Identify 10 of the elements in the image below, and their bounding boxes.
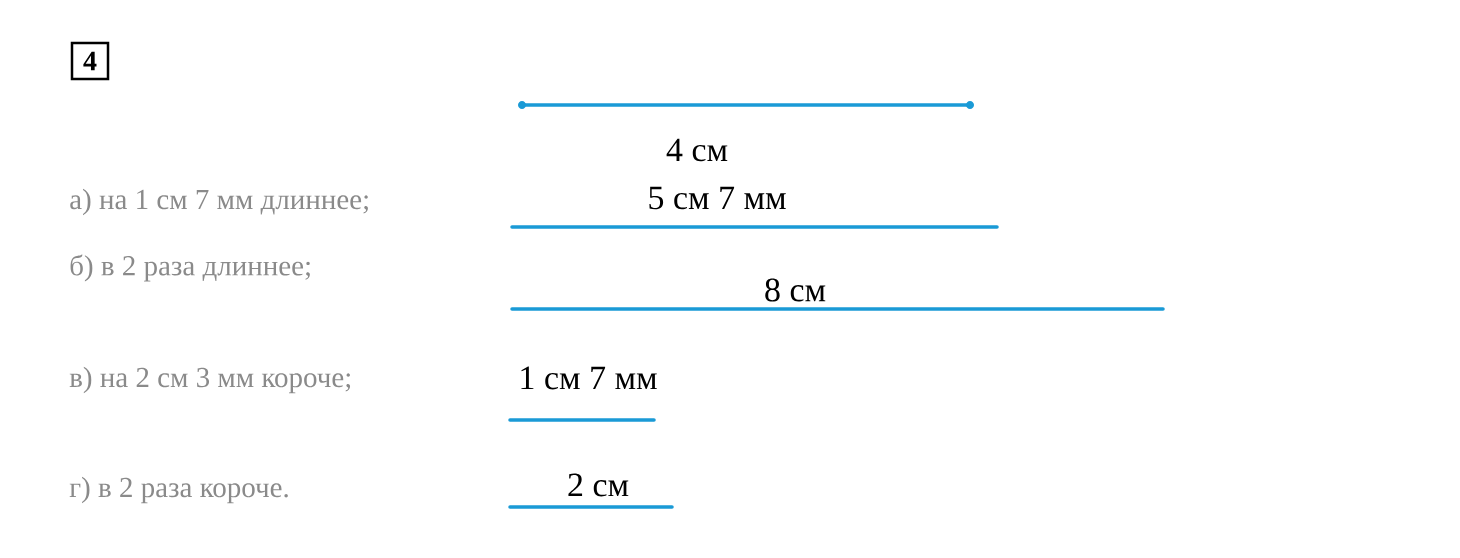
exercise-number: 4 <box>70 41 110 81</box>
task-text: а) на 1 см 7 мм длиннее; <box>70 188 368 216</box>
segment-length: 4 см <box>666 138 728 162</box>
task-text: в) на 2 см 3 мм короче; <box>69 366 351 394</box>
task-text: б) в 2 раза длиннее; <box>70 254 310 282</box>
segment-length: 2 см <box>568 473 629 497</box>
task-text: г) в 2 раза короче. <box>69 476 288 504</box>
segment-length: 5 см 7 мм <box>649 186 786 210</box>
segment-length: 1 см 7 мм <box>521 366 657 390</box>
segment-length: 8 см <box>765 278 826 302</box>
